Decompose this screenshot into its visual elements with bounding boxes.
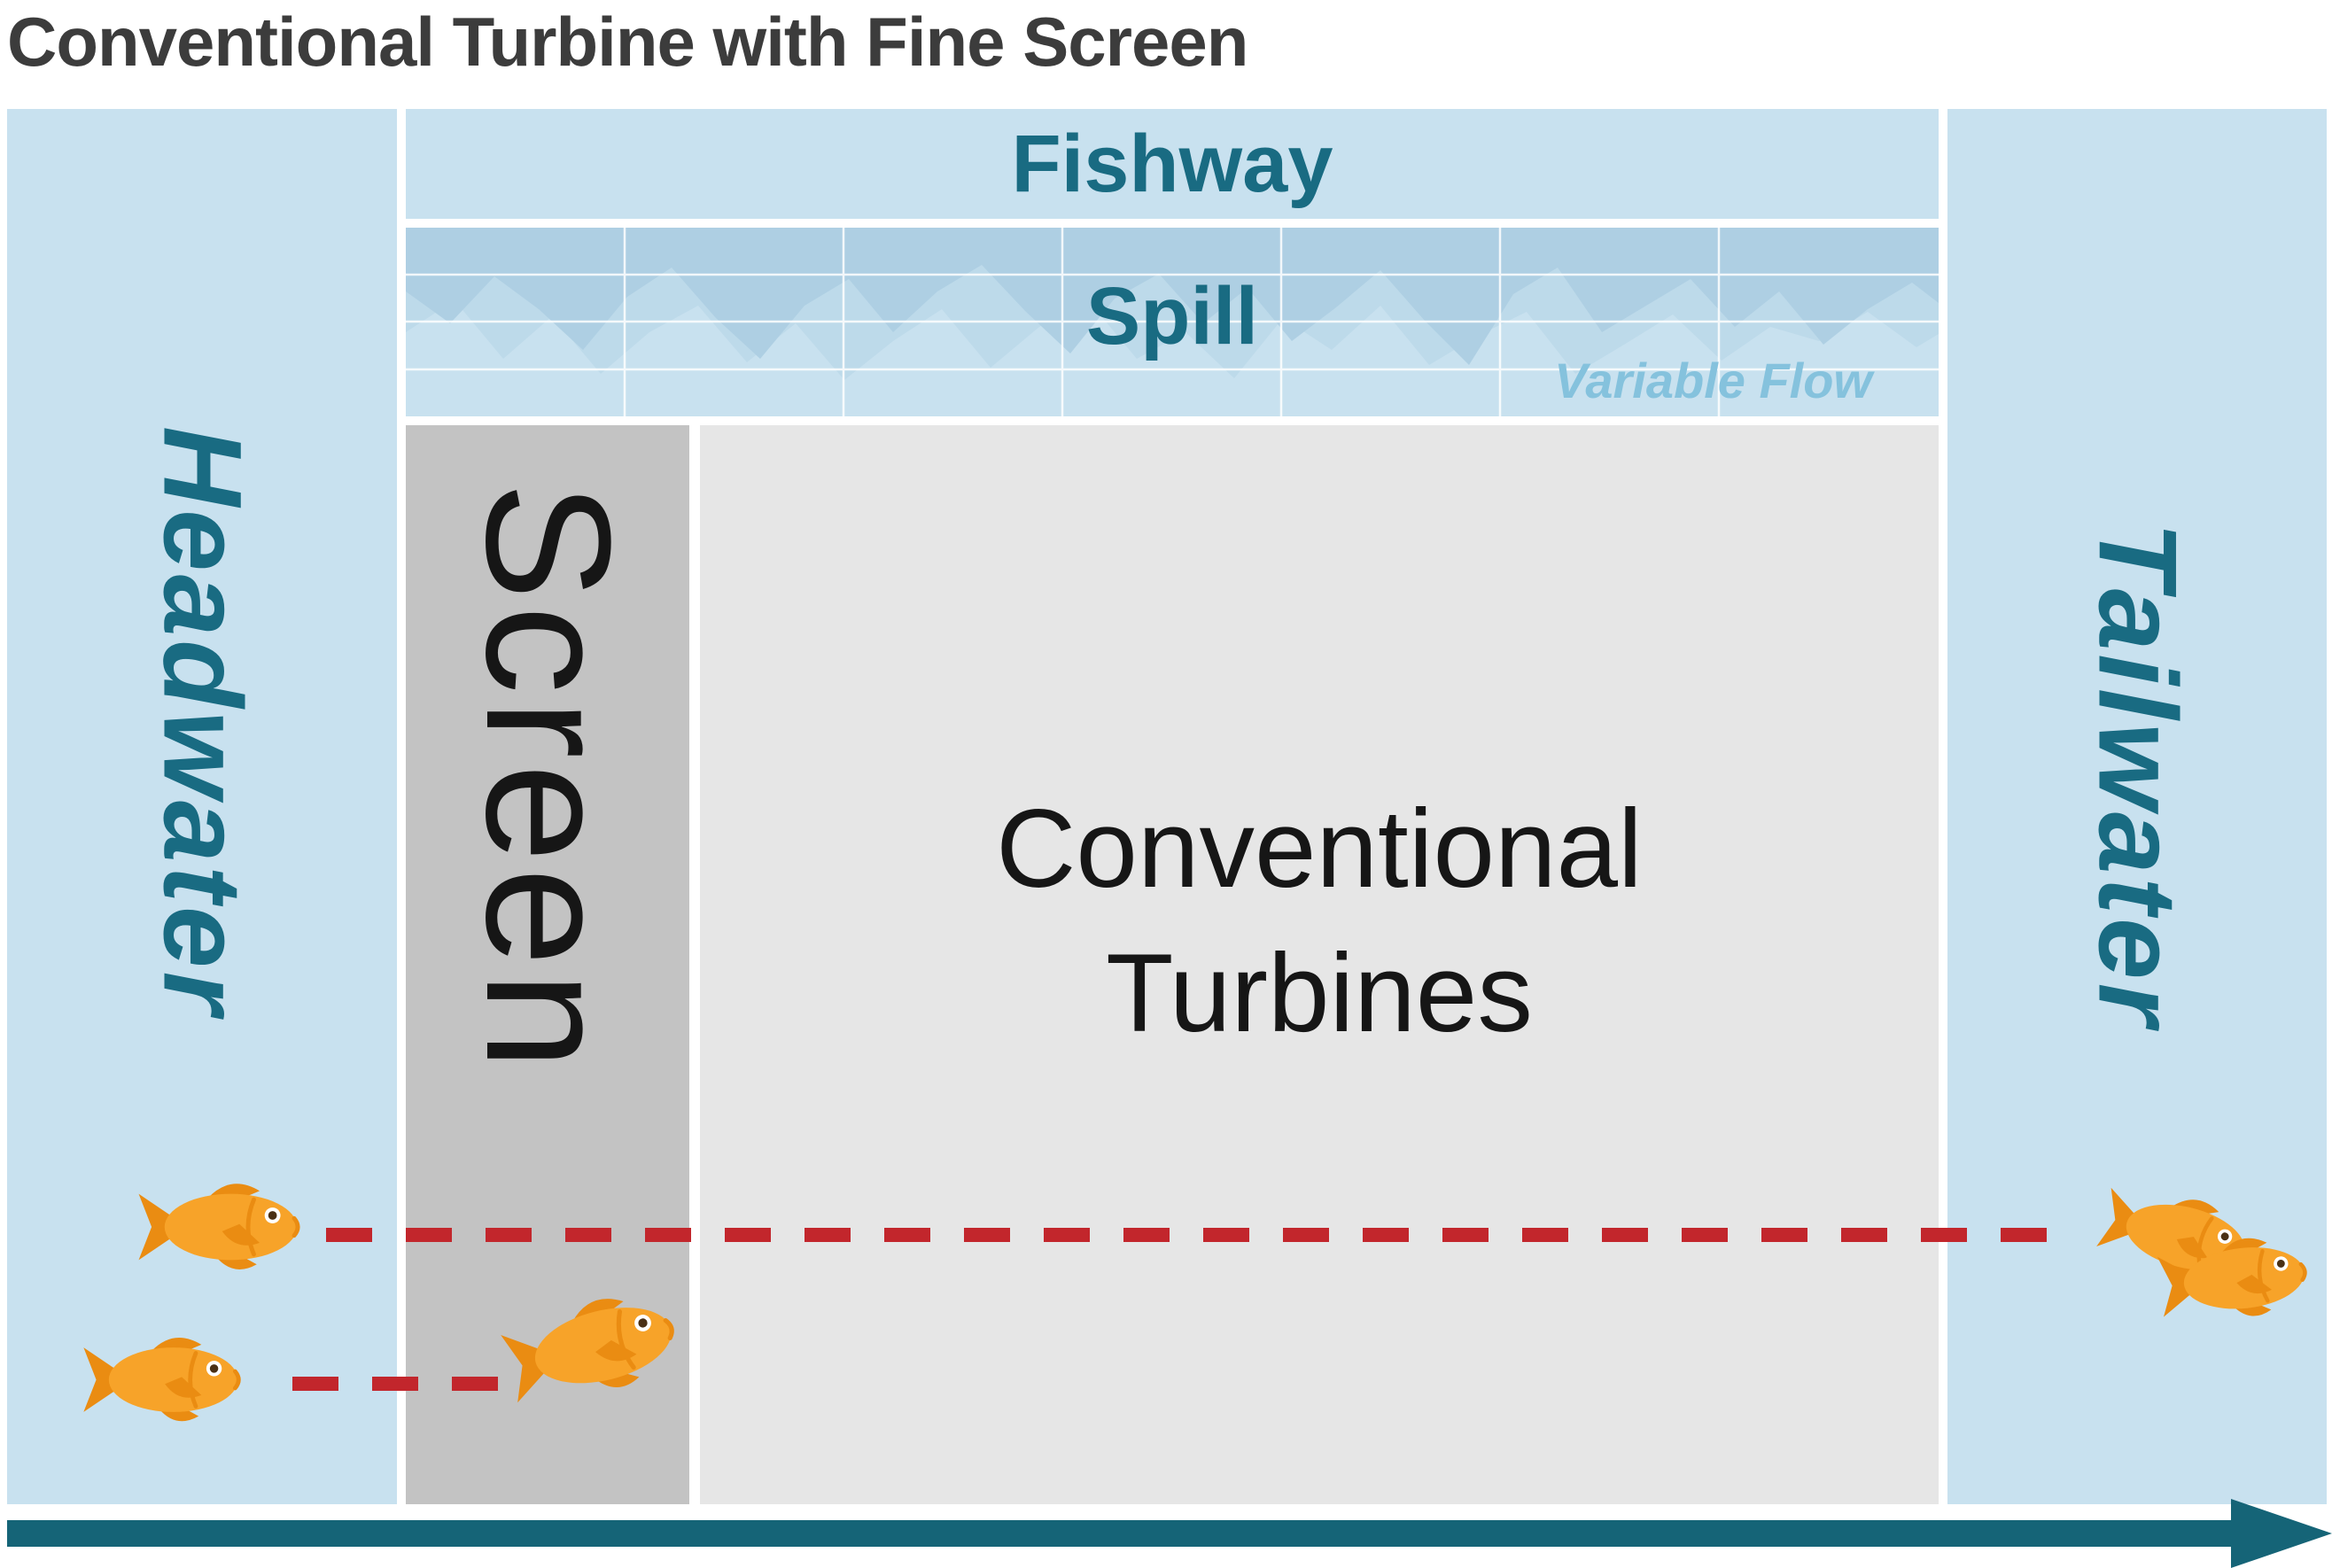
fishway-label: Fishway xyxy=(1011,118,1333,209)
turbines-label-line2: Turbines xyxy=(1106,931,1533,1055)
tailwater-label: Tailwater xyxy=(2075,521,2199,1030)
fish-icon xyxy=(2150,1225,2317,1333)
headwater-panel: Headwater xyxy=(7,109,397,1504)
turbines-panel: Conventional Turbines xyxy=(700,425,1939,1504)
fishway-panel: Fishway xyxy=(406,109,1939,219)
flow-arrow-icon xyxy=(7,1499,2332,1568)
diagram-title: Conventional Turbine with Fine Screen xyxy=(7,3,1248,81)
variable-flow-label: Variable Flow xyxy=(1554,353,1872,408)
spill-label: Spill xyxy=(1085,271,1259,361)
fish-icon xyxy=(78,1331,246,1429)
fish-route-through-dam xyxy=(326,1228,2052,1242)
headwater-label: Headwater xyxy=(140,426,264,1019)
screen-label: Screen xyxy=(449,482,647,1075)
spill-hydrograph xyxy=(406,228,1939,416)
turbines-label-line1: Conventional xyxy=(996,788,1643,911)
turbines-label: Conventional Turbines xyxy=(996,778,1643,1504)
fish-route-blocked-at-screen xyxy=(292,1377,507,1391)
spill-gridlines xyxy=(406,228,1939,416)
spill-panel: Spill Variable Flow xyxy=(406,228,1939,416)
fish-icon xyxy=(133,1176,306,1277)
tailwater-panel: Tailwater xyxy=(1947,109,2327,1504)
